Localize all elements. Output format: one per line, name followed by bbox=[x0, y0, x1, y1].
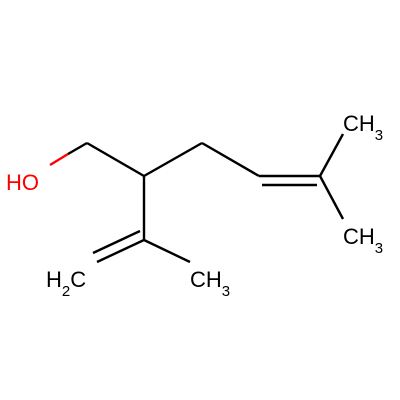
atom-label-hydroxyl: HO bbox=[6, 170, 39, 195]
bond-c5-ch3-top bbox=[318, 133, 345, 177]
bond-c6-ch3 bbox=[143, 238, 191, 264]
atom-label-ch2-terminal: H2C bbox=[46, 267, 86, 300]
atom-label-ch3-top-right: CH3 bbox=[343, 111, 383, 144]
bond-c6-ch2-double-b bbox=[92, 229, 141, 255]
bond-c1-c2 bbox=[86, 141, 145, 178]
atom-label-ch3-bottom-right: CH3 bbox=[343, 224, 383, 257]
bond-c6-ch2-double-a bbox=[96, 238, 145, 264]
bond-c2-c3 bbox=[143, 141, 203, 178]
bond-o-c1-oxygen-half bbox=[49, 152, 69, 167]
bond-o-c1-carbon-half bbox=[67, 141, 88, 156]
bond-c5-ch3-bottom bbox=[318, 175, 345, 220]
atom-label-ch3-isopropenyl: CH3 bbox=[190, 267, 230, 300]
bond-c3-c4 bbox=[201, 141, 260, 178]
